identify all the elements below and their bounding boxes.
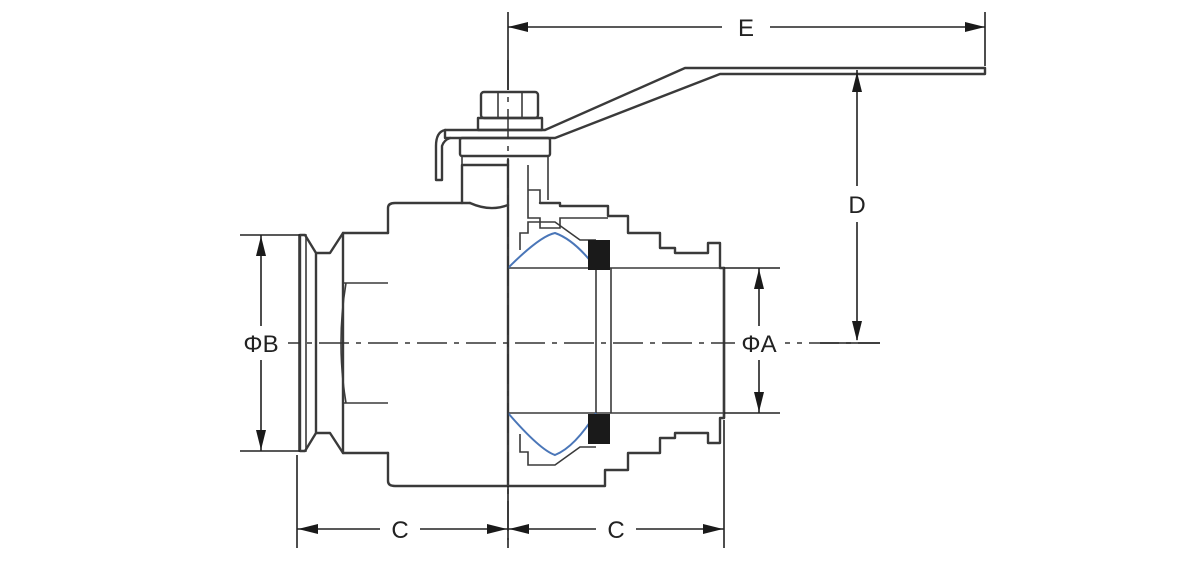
ball-top-section (507, 231, 597, 269)
dim-C-right-arrow-left (509, 524, 529, 534)
seat-bottom (519, 434, 596, 466)
dim-B-arrow-bottom (256, 430, 266, 450)
stem-collar (458, 136, 552, 158)
valve-body (298, 158, 726, 488)
dim-A-arrow-bottom (754, 392, 764, 412)
dim-D-arrow-top (852, 72, 862, 92)
dim-B-label: ΦB (243, 331, 278, 358)
seal-top (588, 240, 610, 270)
dim-C-right-arrow-right (703, 524, 723, 534)
stem-collar-body (461, 156, 549, 200)
dim-A-label: ΦA (741, 331, 776, 358)
dimensions: E D ΦB ΦA C (236, 10, 986, 548)
bonnet (460, 163, 510, 210)
dim-C-left-arrow-left (298, 524, 318, 534)
dim-E-arrow-right (965, 22, 985, 32)
handle-drop (434, 128, 452, 182)
dim-C-left-arrow-right (487, 524, 507, 534)
bonnet-internal (527, 165, 608, 229)
handle-lever (443, 66, 987, 140)
left-neck (314, 231, 345, 455)
dim-D-label: D (848, 192, 865, 219)
stem-washer (476, 116, 544, 132)
dim-E-label: E (738, 15, 754, 42)
dim-B-arrow-top (256, 236, 266, 256)
dim-E-arrow-left (508, 22, 528, 32)
stem-and-handle (434, 66, 987, 200)
seat-top (519, 221, 596, 250)
main-body-outline (386, 201, 726, 488)
dim-D-arrow-bottom (852, 321, 862, 341)
stem-nut (479, 90, 540, 120)
dim-A-arrow-top (754, 269, 764, 289)
dim-C-right-label: C (607, 517, 624, 544)
ball-bottom-section (507, 412, 597, 457)
seal-bottom (588, 414, 610, 444)
dim-C-left-label: C (391, 517, 408, 544)
